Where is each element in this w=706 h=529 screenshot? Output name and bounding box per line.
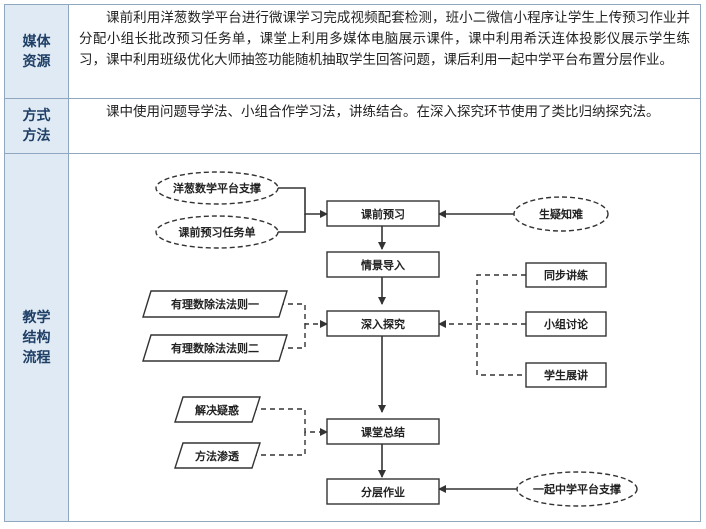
step-summary: [326, 418, 440, 445]
oval-preview-sheet-label: 课前预习任务单: [179, 225, 256, 239]
step-scenario-intro-label: 情景导入: [361, 258, 405, 272]
oval-doubt: [513, 196, 609, 232]
step-deep-explore: [326, 310, 440, 337]
oval-platform-support: [155, 171, 279, 205]
row-label-text: 媒体 资源: [22, 33, 51, 70]
sync-practice-label: 同步讲练: [544, 268, 588, 282]
group-discussion-box: [525, 311, 607, 337]
resolve-doubt-box: [174, 396, 261, 423]
method-infiltration-box: [174, 442, 261, 469]
lesson-plan-table: 媒体 资源 课前利用洋葱数学平台进行微课学习完成视频配套检测，班小二微信小程序让…: [4, 4, 701, 522]
oval-yiqi-support: [516, 471, 638, 507]
step-preview: [326, 200, 440, 227]
step-layered-homework: [326, 478, 440, 505]
row-label-text: 方式 方法: [22, 108, 51, 144]
row-paragraph: 课前利用洋葱数学平台进行微课学习完成视频配套检测，班小二微信小程序让学生上传预习…: [79, 10, 690, 68]
oval-platform-support-label: 洋葱数学平台支撑: [173, 181, 261, 195]
row-label: 方式 方法: [5, 99, 69, 153]
rule-one-label: 有理数除法法则一: [171, 297, 259, 311]
step-summary-label: 课堂总结: [361, 425, 405, 439]
step-layered-homework-label: 分层作业: [361, 485, 405, 499]
row-label: 媒体 资源: [5, 5, 69, 98]
row-content: 课前利用洋葱数学平台进行微课学习完成视频配套检测，班小二微信小程序让学生上传预习…: [69, 5, 700, 98]
row-media-resources: 媒体 资源 课前利用洋葱数学平台进行微课学习完成视频配套检测，班小二微信小程序让…: [5, 5, 700, 99]
row-content: 课中使用问题导学法、小组合作学习法，讲练结合。在深入探究环节使用了类比归纳探究法…: [69, 99, 700, 153]
row-teaching-flow: 教学 结构 流程: [5, 154, 700, 521]
row-label: 教学 结构 流程: [5, 154, 69, 521]
sync-practice-box: [525, 262, 607, 288]
student-presentation-label: 学生展讲: [544, 368, 588, 382]
flow-diagram-svg: 洋葱数学平台支撑 课前预习任务单 课前预习 情景导入 深入探究 课堂总结 分层作…: [142, 171, 638, 507]
row-paragraph: 课中使用问题导学法、小组合作学习法，讲练结合。在深入探究环节使用了类比归纳探究法…: [106, 104, 660, 120]
rule-two-label: 有理数除法法则二: [171, 341, 259, 355]
step-preview-label: 课前预习: [361, 207, 405, 221]
oval-doubt-label: 生疑知难: [539, 207, 583, 221]
rule-two-box: [142, 334, 288, 362]
flow-diagram: 洋葱数学平台支撑 课前预习任务单 课前预习 情景导入 深入探究 课堂总结 分层作…: [69, 154, 700, 521]
oval-yiqi-support-label: 一起中学平台支撑: [533, 482, 621, 496]
step-deep-explore-label: 深入探究: [361, 317, 405, 331]
oval-preview-sheet: [155, 215, 279, 249]
student-presentation-box: [525, 362, 607, 388]
group-discussion-label: 小组讨论: [543, 317, 589, 331]
rule-one-box: [142, 290, 288, 318]
row-label-text: 教学 结构 流程: [22, 309, 51, 366]
row-methods: 方式 方法 课中使用问题导学法、小组合作学习法，讲练结合。在深入探究环节使用了类…: [5, 99, 700, 154]
step-scenario-intro: [326, 251, 440, 278]
method-infiltration-label: 方法渗透: [195, 449, 240, 463]
resolve-doubt-label: 解决疑惑: [195, 403, 239, 417]
